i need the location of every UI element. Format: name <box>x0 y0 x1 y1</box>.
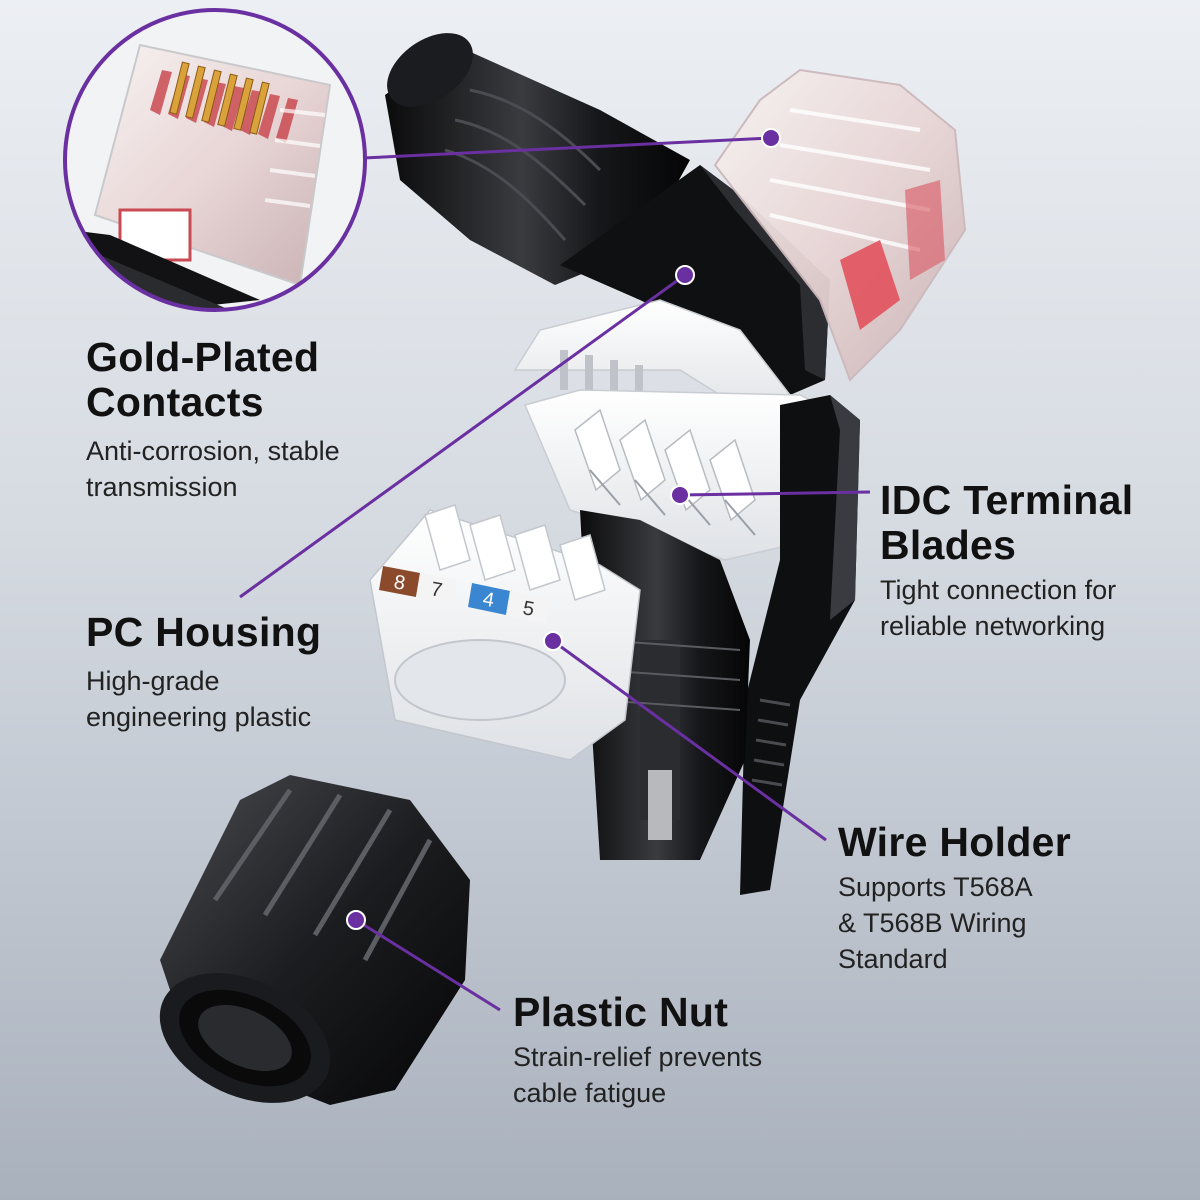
callout-wire-holder: Wire Holder Supports T568A & T568B Wirin… <box>838 820 1168 977</box>
callout-description: Strain-relief prevents cable fatigue <box>513 1042 763 1108</box>
callout-gold-plated-contacts: Gold-Plated Contacts Anti-corrosion, sta… <box>86 335 426 505</box>
pin-label: 5 <box>521 597 536 621</box>
wire-holder-pin-labels: 8 7 4 5 <box>392 571 536 621</box>
pin-label: 7 <box>429 578 444 602</box>
callout-title: IDC Terminal Blades <box>880 477 1134 568</box>
leader-wire-holder <box>552 639 827 842</box>
callout-plastic-nut: Plastic Nut Strain-relief prevents cable… <box>513 990 833 1111</box>
leader-lines <box>239 128 871 1012</box>
leader-gold-contacts <box>362 136 772 160</box>
plastic-nut-part <box>159 775 470 1105</box>
callout-title: Wire Holder <box>838 819 1072 865</box>
wire-holder-part <box>369 504 641 761</box>
callout-title: Plastic Nut <box>513 989 729 1035</box>
callout-description: Tight connection for reliable networking <box>880 575 1117 641</box>
contacts-zoom-view <box>63 8 367 312</box>
leader-pc-housing <box>239 273 686 599</box>
callout-description: Anti-corrosion, stable transmission <box>86 436 340 502</box>
pin-label: 4 <box>481 588 496 612</box>
callout-description: Supports T568A & T568B Wiring Standard <box>838 872 1033 974</box>
callout-pc-housing: PC Housing High-grade engineering plasti… <box>86 610 416 735</box>
callout-idc-terminal-blades: IDC Terminal Blades Tight connection for… <box>880 478 1180 644</box>
pin-label: 8 <box>392 571 407 595</box>
callout-title: Gold-Plated Contacts <box>86 334 320 425</box>
callout-title: PC Housing <box>86 609 322 655</box>
rj45-plug-head <box>713 68 967 382</box>
leader-plastic-nut <box>355 918 501 1012</box>
leader-idc-blades <box>679 490 871 497</box>
callout-description: High-grade engineering plastic <box>86 666 312 732</box>
